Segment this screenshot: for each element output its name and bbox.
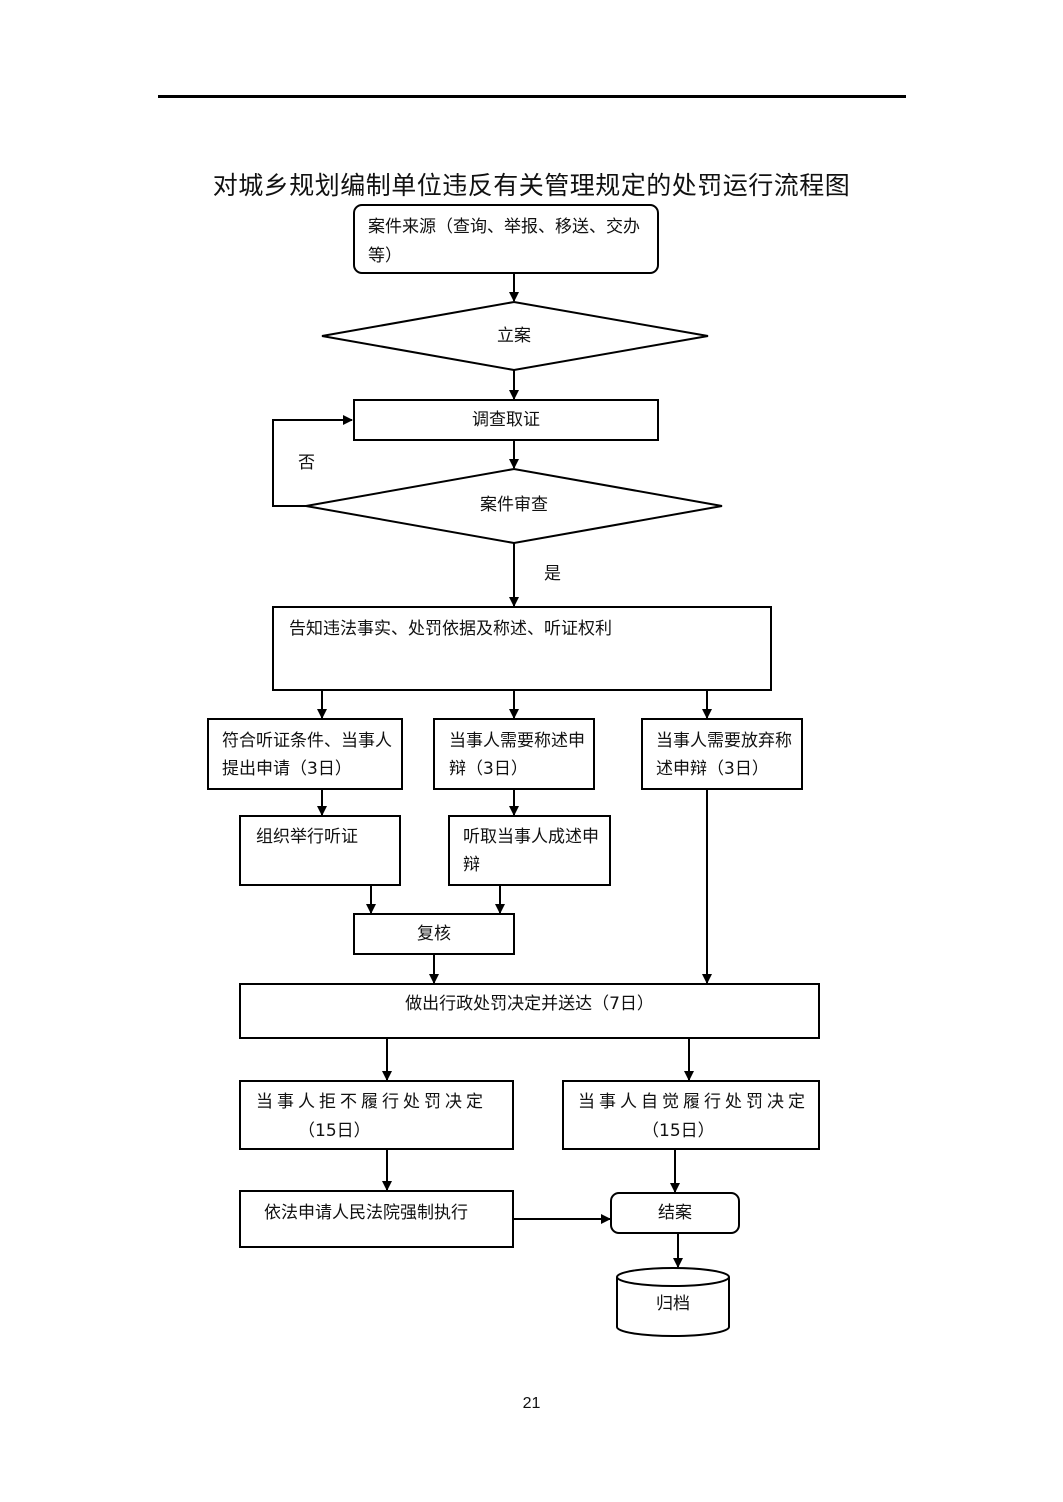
- node-comply-days: （15日）: [642, 1121, 715, 1141]
- node-hold-hearing-box: [239, 815, 401, 886]
- node-source-box: [353, 204, 659, 274]
- node-hear-statement-box: [448, 815, 611, 886]
- node-waive-box: [641, 718, 803, 790]
- node-statement-request-label: 当事人需要称述申辩（3日）: [449, 731, 585, 779]
- node-register-label: 立案: [497, 326, 531, 346]
- node-archive-top: [616, 1267, 730, 1287]
- node-hearing-request-box: [207, 718, 403, 790]
- node-close-box: [610, 1192, 740, 1234]
- node-refuse-days: （15日）: [298, 1121, 371, 1141]
- node-archive-label: 归档: [656, 1294, 690, 1314]
- node-source-label: 案件来源（查询、举报、移送、交办等）: [368, 217, 640, 266]
- page-title: 对城乡规划编制单位违反有关管理规定的处罚运行流程图: [212, 171, 851, 200]
- node-archive-cylinder: [616, 1277, 730, 1337]
- node-waive-label: 当事人需要放弃称述申辩（3日）: [656, 731, 792, 779]
- node-decision-box: [239, 983, 820, 1039]
- edge-no-label: 否: [298, 453, 315, 473]
- edge-yes-label: 是: [544, 564, 561, 584]
- node-recheck-label: 复核: [417, 924, 451, 944]
- node-investigate-box: [353, 399, 659, 441]
- node-review-label: 案件审查: [480, 495, 548, 515]
- node-comply-label: 当事人自觉履行处罚决定: [578, 1092, 809, 1112]
- node-hear-statement-label: 听取当事人成述申辩: [463, 827, 599, 875]
- node-refuse-box: [239, 1080, 514, 1150]
- node-notify-label: 告知违法事实、处罚依据及称述、听证权利: [289, 619, 612, 639]
- node-comply-box: [562, 1080, 820, 1150]
- node-register-diamond: [321, 300, 709, 372]
- node-close-label: 结案: [658, 1203, 692, 1223]
- node-hearing-request-label: 符合听证条件、当事人提出申请（3日）: [222, 731, 392, 779]
- node-decision-label: 做出行政处罚决定并送达（7日）: [405, 994, 654, 1014]
- page-number: 21: [522, 1395, 541, 1412]
- node-enforce-label: 依法申请人民法院强制执行: [264, 1203, 468, 1223]
- node-investigate-label: 调查取证: [472, 410, 540, 430]
- node-review-diamond: [305, 467, 723, 545]
- node-refuse-label: 当事人拒不履行处罚决定: [256, 1092, 487, 1112]
- header-rule: [158, 95, 906, 98]
- node-notify-box: [272, 606, 772, 691]
- node-hold-hearing-label: 组织举行听证: [256, 827, 358, 847]
